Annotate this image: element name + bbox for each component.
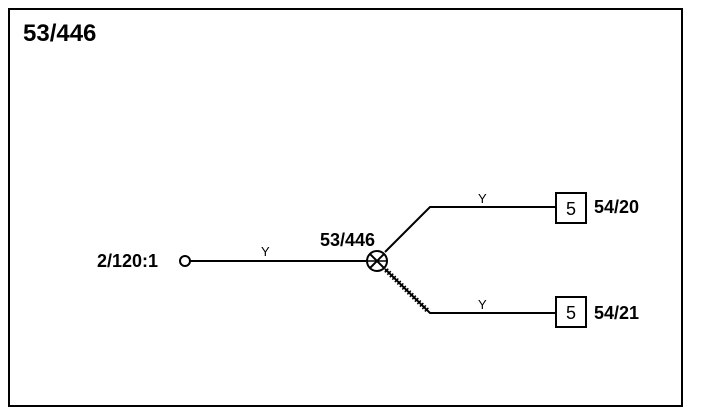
splice-label: 53/446 <box>320 230 375 250</box>
upper-branch-wire <box>384 206 556 253</box>
splice-icon <box>366 250 388 272</box>
lower-target-label: 54/21 <box>594 303 639 323</box>
upper-target-connector-box <box>555 192 587 224</box>
diagram-title: 53/446 <box>23 20 96 47</box>
lower-target-connector-box <box>555 296 587 328</box>
source-terminal-icon <box>179 255 191 267</box>
lower-target-pin: 5 <box>566 303 576 323</box>
lower-branch-color-code: Y <box>478 297 487 312</box>
main-wire-color-code: Y <box>261 244 270 259</box>
lower-branch-wire <box>384 268 556 314</box>
lower-branch-shield-hatch <box>384 268 430 313</box>
source-connector-label: 2/120:1 <box>97 251 158 271</box>
upper-target-pin: 5 <box>566 199 576 219</box>
upper-branch-color-code: Y <box>478 191 487 206</box>
upper-target-label: 54/20 <box>594 197 639 217</box>
